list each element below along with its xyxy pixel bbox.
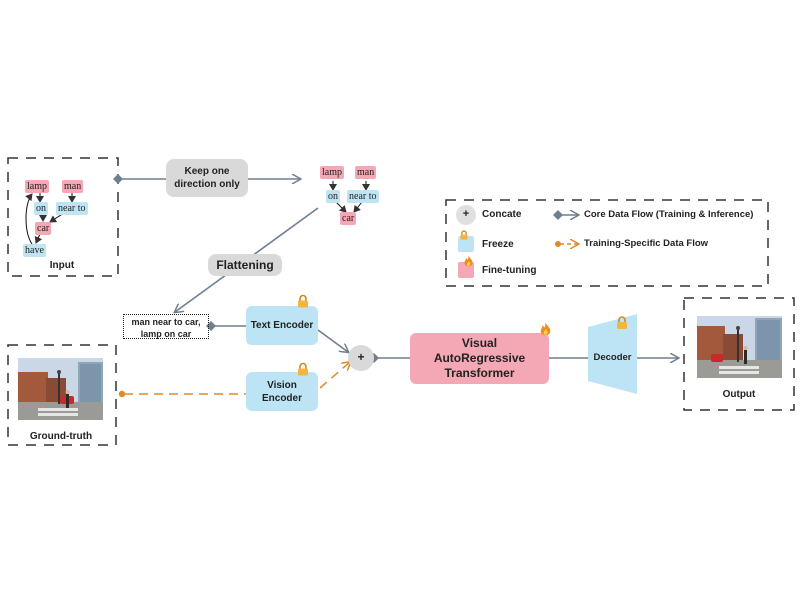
legend-concat-plus: +: [462, 208, 470, 220]
graph-node-car: car: [35, 222, 52, 235]
legend-core-flow-label: Core Data Flow (Training & Inference): [584, 209, 754, 220]
vision-to-concat-arrow: [319, 362, 350, 389]
flat-node-man: man: [355, 166, 377, 179]
flat-node-lamp: lamp: [320, 166, 344, 179]
legend-fine-tuning-label: Fine-tuning: [482, 265, 537, 276]
ground-truth-dot: [118, 390, 126, 398]
legend-freeze-label: Freeze: [482, 239, 514, 250]
flat-node-near-to: near to: [347, 190, 379, 203]
legend-training-flow-label: Training-Specific Data Flow: [584, 238, 709, 249]
legend-concate-label: Concate: [482, 209, 522, 220]
text-encoder-lock-icon: [298, 294, 308, 308]
output-label: Output: [722, 389, 756, 400]
graph-node-lamp: lamp: [25, 180, 49, 193]
text-encoder-to-concat-arrow: [317, 329, 348, 352]
flattened-graph-edges: [329, 181, 370, 213]
flattening-box: Flattening: [208, 254, 282, 276]
output-image: [697, 316, 782, 378]
ground-truth-frame: [7, 344, 117, 446]
output-frame: [683, 297, 795, 411]
decoder-shape: [588, 314, 637, 394]
flattened-text-box: man near to car, lamp on car: [123, 314, 209, 339]
ground-truth-label: Ground-truth: [29, 431, 93, 442]
concat-plus: +: [357, 350, 365, 364]
var-transformer-flame-icon: [540, 322, 551, 336]
legend-frame: [445, 199, 769, 287]
concat-node: [348, 345, 374, 371]
decoder-label: Decoder: [593, 352, 632, 363]
legend-flame-icon: [464, 255, 473, 267]
text-encoder: Text Encoder: [246, 306, 318, 345]
input-graph-edges: [25, 193, 76, 245]
legend-freeze-lock-icon: [460, 230, 468, 240]
keep-direction-diamond: [113, 174, 123, 184]
graph-node-on: on: [34, 202, 48, 215]
legend-training-dot: [555, 241, 561, 247]
flat-node-car: car: [340, 212, 357, 225]
flat-node-on: on: [326, 190, 340, 203]
legend-freeze-swatch: [458, 236, 474, 252]
input-label: Input: [49, 260, 75, 271]
legend-concat-circle: [456, 205, 476, 225]
vision-encoder-lock-icon: [298, 362, 308, 376]
var-transformer: Visual AutoRegressive Transformer: [410, 333, 549, 384]
vision-encoder: Vision Encoder: [246, 372, 318, 411]
graph-node-near-to: near to: [56, 202, 88, 215]
input-frame: [7, 157, 119, 277]
keep-one-direction-box: Keep one direction only: [166, 159, 248, 197]
legend-core-diamond: [553, 210, 563, 220]
graph-node-have: have: [23, 244, 46, 257]
ground-truth-image: [18, 358, 103, 420]
graph-node-man: man: [62, 180, 84, 193]
decoder-lock-icon: [617, 316, 627, 329]
